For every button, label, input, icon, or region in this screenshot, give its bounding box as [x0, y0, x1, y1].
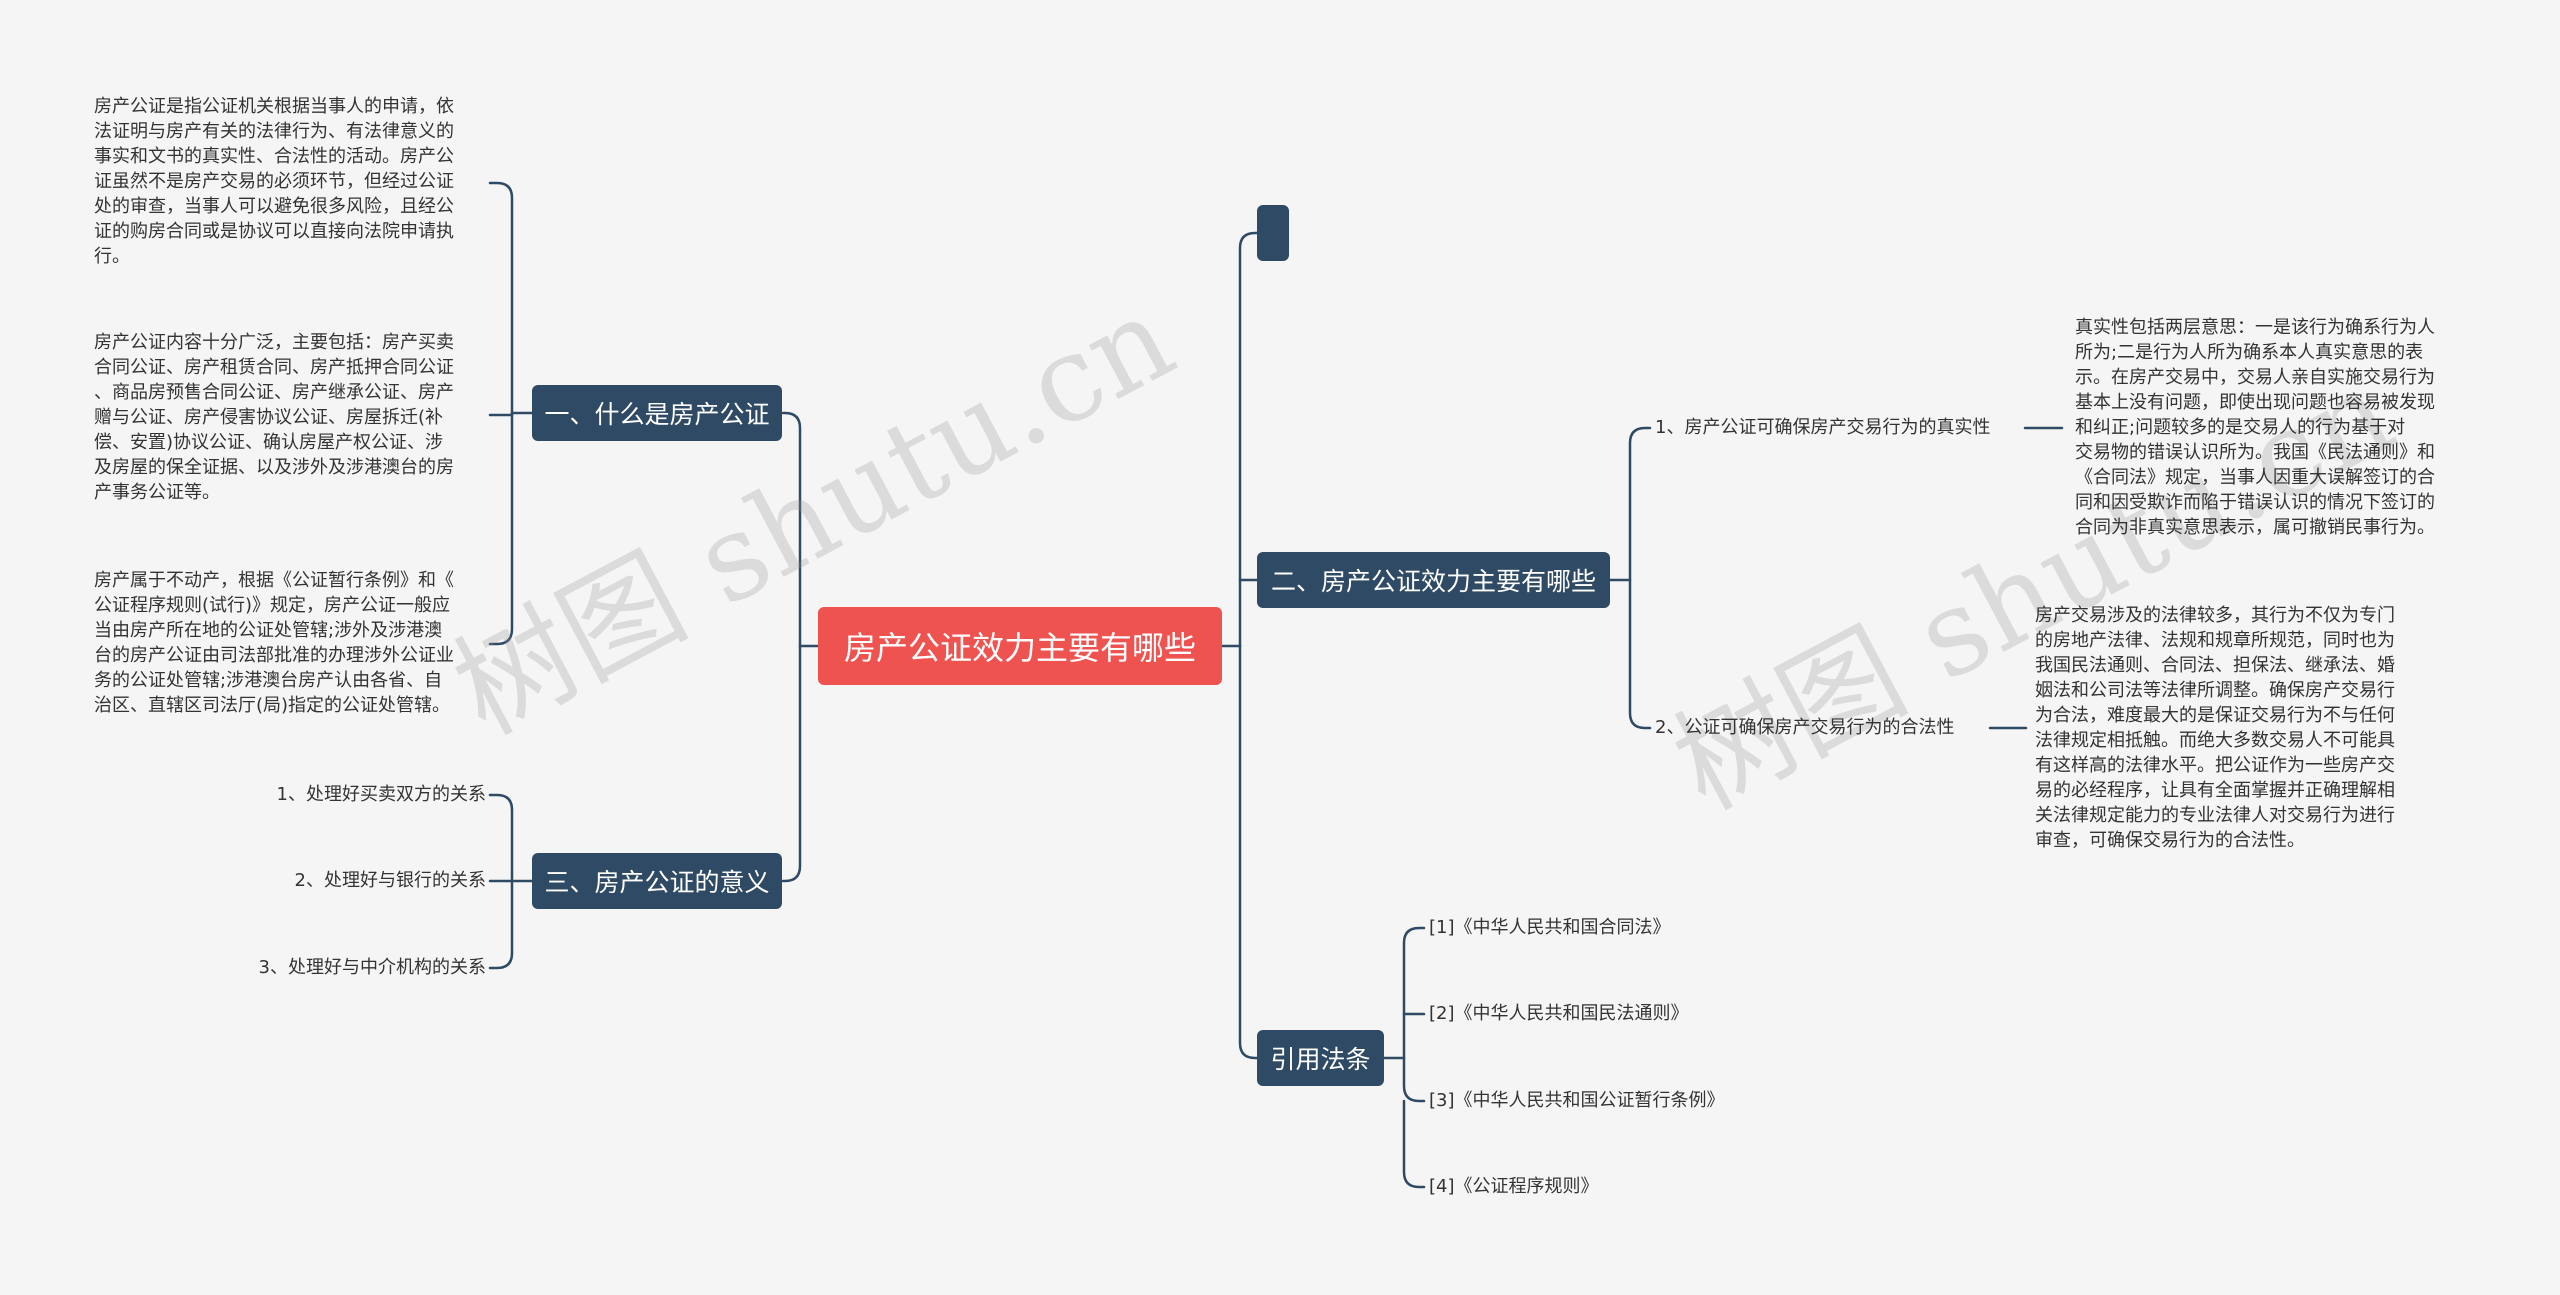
branch-what-is-notarization[interactable]: 一、什么是房产公证	[532, 385, 782, 441]
significance-item: 1、处理好买卖双方的关系	[276, 784, 486, 805]
link-b3-bracket	[488, 793, 534, 883]
detail-authenticity: 真实性包括两层意思：一是该行为确系行为人 所为;二是行为人所为确系本人真实意思的…	[2075, 317, 2435, 538]
effect-item-legality: 2、公证可确保房产交易行为的合法性	[1655, 717, 1955, 738]
link-b2-bracket	[1608, 426, 1652, 582]
root-label: 房产公证效力主要有哪些	[843, 629, 1196, 667]
branch-label: 引用法条	[1270, 1045, 1371, 1074]
branch-significance[interactable]: 三、房产公证的意义	[532, 853, 782, 909]
reference-item: [1]《中华人民共和国合同法》	[1429, 917, 1671, 938]
paragraph-jurisdiction: 房产属于不动产，根据《公证暂行条例》和《 公证程序规则(试行)》规定，房产公证一…	[94, 570, 454, 716]
effect-item-authenticity: 1、房产公证可确保房产交易行为的真实性	[1655, 417, 1991, 438]
branch-empty[interactable]	[1257, 205, 1289, 261]
link-root-b1	[781, 411, 820, 648]
paragraph-scope: 房产公证内容十分广泛，主要包括：房产买卖 合同公证、房产租赁合同、房产抵押合同公…	[94, 332, 454, 503]
reference-item: [4]《公证程序规则》	[1429, 1176, 1599, 1197]
link-root-b4	[1238, 644, 1259, 1060]
branch-label: 一、什么是房产公证	[544, 400, 770, 429]
branch-label: 二、房产公证效力主要有哪些	[1270, 567, 1596, 596]
link-b4-bracket	[1382, 926, 1426, 1060]
detail-legality: 房产交易涉及的法律较多，其行为不仅为专门 的房地产法律、法规和规章所规范，同时也…	[2035, 605, 2395, 851]
significance-item: 2、处理好与银行的关系	[294, 870, 486, 891]
branch-label: 三、房产公证的意义	[544, 868, 770, 897]
paragraph-definition: 房产公证是指公证机关根据当事人的申请，依 法证明与房产有关的法律行为、有法律意义…	[94, 96, 454, 267]
reference-item: [3]《中华人民共和国公证暂行条例》	[1429, 1090, 1725, 1111]
link-root-b0	[1238, 231, 1259, 648]
link-b1-bracket	[488, 181, 534, 415]
reference-item: [2]《中华人民共和国民法通则》	[1429, 1003, 1689, 1024]
significance-item: 3、处理好与中介机构的关系	[258, 957, 486, 978]
link-root-b3	[781, 644, 802, 883]
branch-effect[interactable]: 二、房产公证效力主要有哪些	[1257, 552, 1610, 608]
branch-references[interactable]: 引用法条	[1257, 1030, 1384, 1086]
root-node[interactable]: 房产公证效力主要有哪些	[818, 607, 1222, 685]
